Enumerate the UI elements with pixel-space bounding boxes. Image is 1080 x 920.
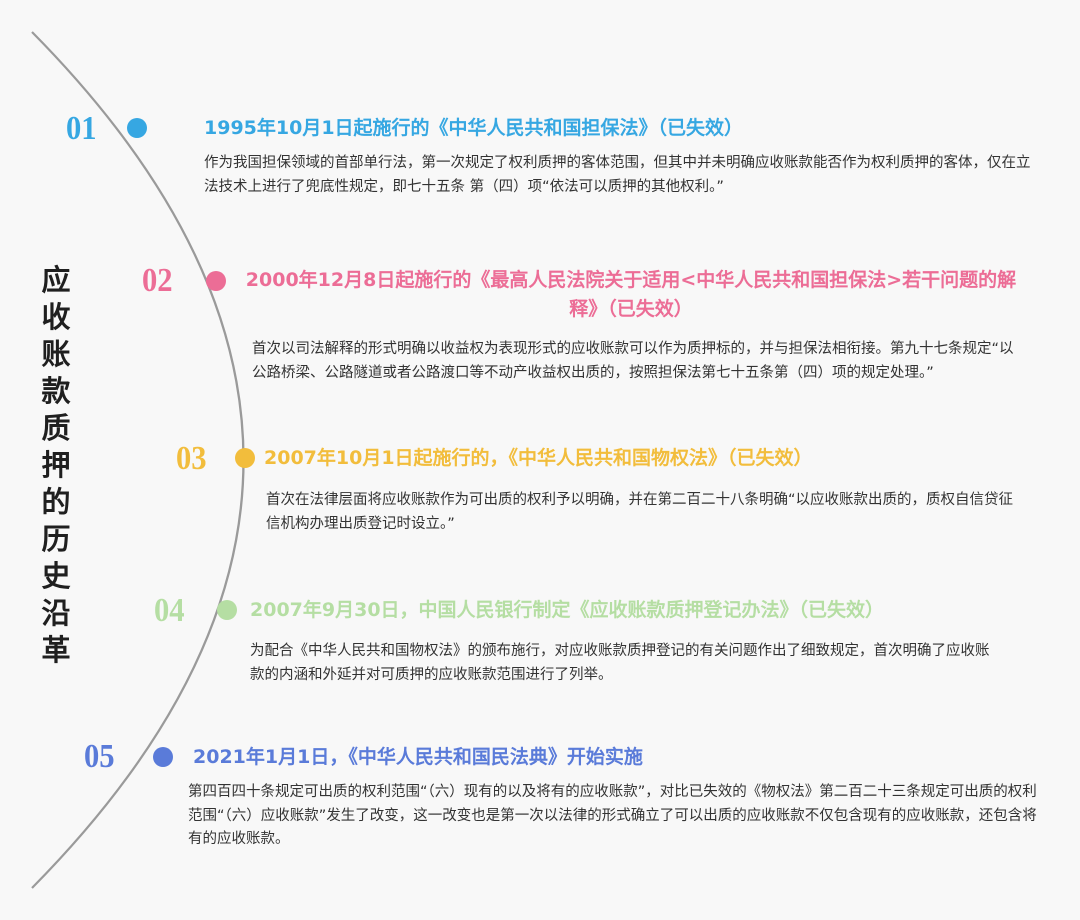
timeline-dot-02 <box>206 271 226 291</box>
step-heading-04: 2007年9月30日，中国人民银行制定《应收账款质押登记办法》（已失效） <box>250 599 885 621</box>
step-number-03: 03 <box>176 440 207 477</box>
step-heading-01: 1995年10月1日起施行的《中华人民共和国担保法》（已失效） <box>204 117 744 139</box>
step-body-03: 首次在法律层面将应收账款作为可出质的权利予以明确，并在第二百二十八条明确“以应收… <box>266 492 1014 532</box>
step-number-04: 04 <box>154 592 185 629</box>
timeline-dot-05 <box>153 747 173 767</box>
step-number-01: 01 <box>66 110 97 147</box>
page-title: 应收账款质押的历史沿革 <box>41 263 71 667</box>
step-body-04: 为配合《中华人民共和国物权法》的颁布施行，对应收账款质押登记的有关问题作出了细致… <box>250 643 990 683</box>
step-heading-05: 2021年1月1日，《中华人民共和国民法典》开始实施 <box>193 746 643 768</box>
step-body-05: 第四百四十条规定可出质的权利范围“（六）现有的以及将有的应收账款”，对比已失效的… <box>188 784 1037 847</box>
timeline-dot-04 <box>217 600 237 620</box>
step-number-02: 02 <box>142 262 173 299</box>
step-heading-03: 2007年10月1日起施行的，《中华人民共和国物权法》（已失效） <box>264 447 813 469</box>
step-number-05: 05 <box>84 738 115 775</box>
timeline-dot-01 <box>127 118 147 138</box>
step-heading-02: 2000年12月8日起施行的《最高人民法院关于适用<中华人民共和国担保法>若干问… <box>245 269 1017 320</box>
step-body-01: 作为我国担保领域的首部单行法，第一次规定了权利质押的客体范围，但其中并未明确应收… <box>204 155 1031 195</box>
step-body-02: 首次以司法解释的形式明确以收益权为表现形式的应收账款可以作为质押标的，并与担保法… <box>252 341 1014 381</box>
timeline-dot-03 <box>235 448 255 468</box>
